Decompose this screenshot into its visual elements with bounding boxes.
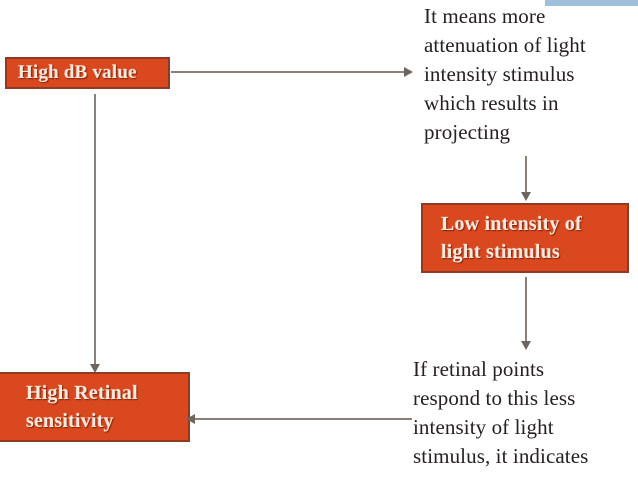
arrowhead-down-icon <box>90 364 100 373</box>
top-right-blue-strip <box>545 0 638 6</box>
connector-retinal-points-text-to-high-retinal-sensitivity <box>191 418 412 420</box>
connector-low-intensity-to-retinal-points-text <box>525 277 527 347</box>
connector-high-db-value-to-attenuation-text <box>171 71 407 73</box>
node-high-retinal-sensitivity-label: High Retinal sensitivity <box>26 381 138 432</box>
arrowhead-right-icon <box>404 67 413 77</box>
node-high-db-value[interactable]: High dB value <box>5 57 170 89</box>
connector-attenuation-text-to-low-intensity <box>525 156 527 199</box>
node-low-intensity-label: Low intensity of light stimulus <box>441 212 582 263</box>
arrowhead-down-icon <box>521 192 531 201</box>
node-low-intensity-of-light-stimulus[interactable]: Low intensity of light stimulus <box>421 203 629 273</box>
paragraph-attenuation: It means more attenuation of light inten… <box>424 4 586 144</box>
node-high-retinal-sensitivity[interactable]: High Retinal sensitivity <box>0 372 190 442</box>
arrowhead-left-icon <box>186 414 195 424</box>
paragraph-retinal-points: If retinal points respond to this less i… <box>413 357 589 468</box>
arrowhead-down-icon <box>521 341 531 350</box>
node-high-db-value-label: High dB value <box>18 61 137 83</box>
connector-high-db-value-to-high-retinal-sensitivity <box>94 94 96 371</box>
